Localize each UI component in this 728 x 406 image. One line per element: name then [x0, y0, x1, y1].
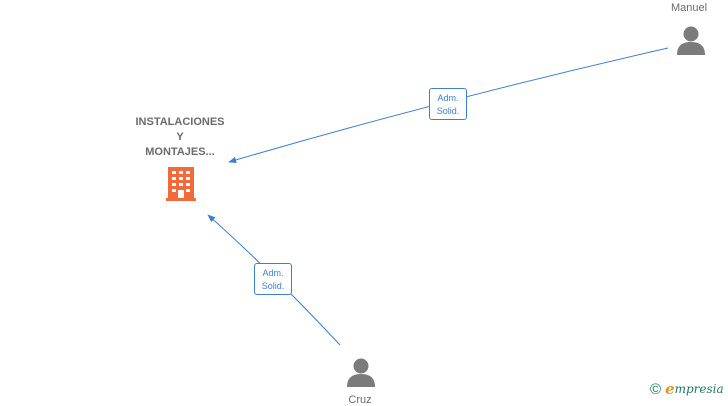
building-icon[interactable] [166, 167, 196, 201]
edge-label-manuel[interactable]: Adm. Solid. [429, 88, 467, 120]
company-label[interactable]: INSTALACIONES Y MONTAJES... [110, 115, 250, 160]
brand-logo[interactable]: © e mpresia [650, 380, 724, 398]
person-icon-cruz[interactable] [347, 358, 375, 388]
person-label-cruz[interactable]: Cruz [348, 394, 372, 406]
edge-label-line: Solid. [436, 106, 460, 116]
edge-label-cruz[interactable]: Adm. Solid. [254, 263, 292, 295]
person-icon-manuel[interactable] [677, 26, 705, 56]
logo-text: mpresia [674, 382, 724, 396]
edge-label-line: Adm. [437, 93, 459, 103]
company-label-line: INSTALACIONES [135, 116, 225, 128]
company-label-line: Y [176, 131, 184, 143]
edge-label-line: Adm. [262, 268, 284, 278]
edge-label-line: Solid. [261, 281, 285, 291]
copyright-icon: © [650, 380, 662, 398]
logo-initial: e [665, 380, 675, 398]
person-label-manuel[interactable]: Manuel [670, 2, 708, 14]
company-label-line: MONTAJES... [145, 146, 215, 158]
